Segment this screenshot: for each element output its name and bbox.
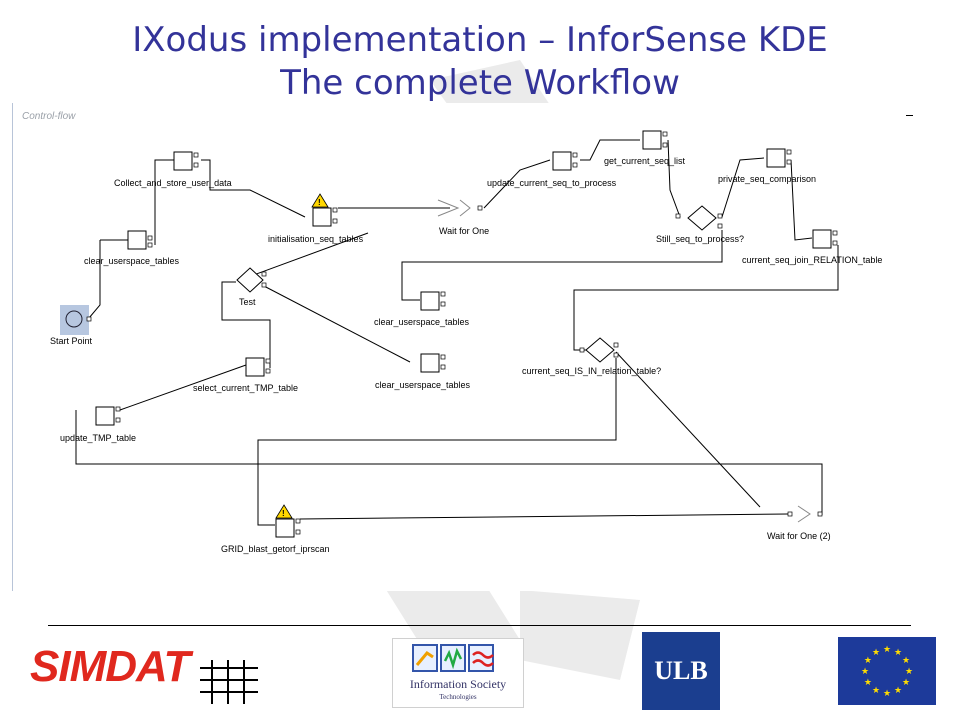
edge-start-clear1 [88,240,101,319]
edge-select-update [119,364,247,411]
box-clear3[interactable] [420,353,440,373]
footer-rule [48,625,911,626]
infosoc-sublabel: Technologies [439,693,477,701]
box-clear1[interactable] [127,230,147,250]
box-select[interactable] [245,357,265,377]
wait1-arrow [437,199,460,217]
task-boxes [95,130,832,538]
edge-private-join [790,159,813,241]
edge-isin-grid [257,358,617,526]
box-update-cur[interactable] [552,151,572,171]
slide-title-line2: The complete Workflow [280,63,680,103]
edge-test-clear3 [261,284,411,363]
infosoc-icons [412,644,494,672]
eu-stars-icon: ★★★★★★★★★★★★ [861,645,913,699]
simdat-logo: SIMDAT [30,642,190,691]
diamond-test[interactable] [236,267,264,293]
eu-star: ★ [902,656,910,666]
edge-getcur-still [667,139,681,218]
warning-icon: ! [275,504,293,519]
wait2-icon[interactable] [797,505,811,523]
node-clear2-label: clear_userspace_tables [374,317,470,327]
node-start-label: Start Point [50,336,93,346]
edge-isin-wait2 [615,351,761,508]
eu-star: ★ [902,678,910,688]
node-clear1-label: clear_userspace_tables [84,256,180,266]
eu-star: ★ [883,645,891,655]
eu-star: ★ [905,667,913,677]
edge-grid-wait2 [299,513,789,520]
ulb-logo: ULB [642,632,720,710]
box-join[interactable] [812,229,832,249]
edge-still-clear2 [401,230,723,301]
eu-flag-logo: ★★★★★★★★★★★★ [838,637,936,705]
edge-clear1-collect [154,159,174,245]
node-join-label: current_seq_join_RELATION_table [742,255,882,265]
eu-star: ★ [872,648,880,658]
wait1-icon[interactable] [459,199,471,217]
connectors [75,139,839,526]
node-grid-label: GRID_blast_getorf_iprscan [221,544,330,554]
slide-title-line1: IXodus implementation – InforSense KDE [132,20,828,60]
node-getcur-label: get_current_seq_list [604,156,686,166]
node-clear3-label: clear_userspace_tables [375,380,471,390]
node-select-label: select_current_TMP_table [193,383,298,393]
box-collect[interactable] [173,151,193,171]
infosoc-label: Information Society [409,677,507,691]
edge-update-getcur [580,139,640,161]
eu-star: ★ [864,678,872,688]
box-getcur[interactable] [642,130,662,150]
edge-wait1-update [483,159,551,209]
eu-star: ★ [894,648,902,658]
node-init-label: initialisation_seq_tables [268,234,364,244]
edge-join-isin [573,245,839,351]
node-isin-label: current_seq_IS_IN_relation_table? [522,366,661,376]
eu-star: ★ [872,686,880,696]
svg-text:!: ! [318,198,321,207]
information-society-logo: Information Society Technologies [392,638,524,708]
node-update-cur-label: update_current_seq_to_process [487,178,617,188]
node-private-label: private_seq_comparison [718,174,816,184]
edge-init-test [239,232,369,281]
diamond-isin[interactable] [585,337,615,363]
eu-star: ★ [864,656,872,666]
box-grid[interactable] [275,518,295,538]
panel-label: Control-flow [22,111,76,122]
title-rule-stub [905,115,913,116]
warning-icon: ! [311,193,329,208]
eu-star: ★ [861,667,869,677]
box-update-tmp[interactable] [95,406,115,426]
edge-collect-init [201,159,306,218]
workflow-diagram-panel [12,103,906,591]
node-test-label: Test [239,297,256,307]
box-clear2[interactable] [420,291,440,311]
decision-diamonds [236,205,717,363]
node-still-label: Still_seq_to_process? [656,234,744,244]
edge-test-select [221,281,271,368]
eu-star: ★ [894,686,902,696]
node-wait1-label: Wait for One [439,226,489,236]
box-init[interactable] [312,207,332,227]
wait-nodes [459,199,811,523]
node-collect-label: Collect_and_store_user_data [114,178,232,188]
eu-star: ★ [883,689,891,699]
node-wait2-label: Wait for One (2) [767,531,831,541]
svg-text:!: ! [282,509,285,518]
ports [115,131,838,535]
box-private[interactable] [766,148,786,168]
node-update-tmp-label: update_TMP_table [60,433,136,443]
node-start[interactable]: Start Point [50,305,93,346]
edge-update-wait2 [75,410,823,515]
edge-still-private [721,157,765,218]
diamond-still[interactable] [687,205,717,231]
